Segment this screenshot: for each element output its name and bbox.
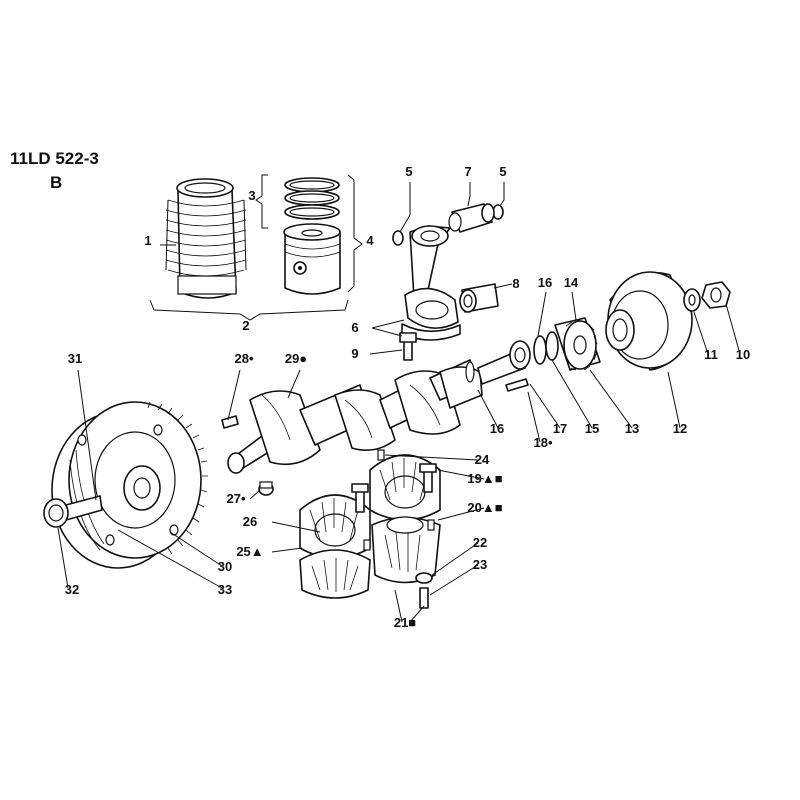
callout-c25: 25▲: [236, 544, 263, 559]
callout-c32: 32: [65, 582, 79, 597]
callout-c24: 24: [475, 452, 490, 467]
woodruff-key: [221, 415, 239, 429]
sheet-letter: B: [50, 173, 62, 192]
callout-c31: 31: [68, 351, 82, 366]
callout-c6: 6: [351, 320, 358, 335]
callout-c3: 3: [248, 188, 255, 203]
callout-c16b: 16: [490, 421, 504, 436]
flywheel-bolt: [43, 495, 103, 528]
model-code: 11LD 522-3: [10, 149, 99, 168]
callout-c11: 11: [704, 347, 718, 362]
crankshaft: [227, 349, 526, 474]
washer-and-nut: [683, 281, 731, 312]
callout-c22: 22: [473, 535, 487, 550]
main-bearing-lower-half: [371, 516, 441, 584]
callout-c14: 14: [564, 275, 579, 290]
leader-lines: [57, 182, 741, 623]
callout-c30: 30: [218, 559, 232, 574]
callout-c9: 9: [351, 346, 358, 361]
main-bearing-support-front: [299, 494, 371, 599]
callout-c23: 23: [473, 557, 487, 572]
callout-c18: 18•: [533, 435, 552, 450]
callout-c15: 15: [585, 421, 599, 436]
callout-c29: 29●: [285, 351, 307, 366]
callout-c19: 19▲■: [467, 471, 502, 486]
piston-assembly: [283, 177, 341, 295]
timing-gear-stack: [509, 317, 601, 371]
support-bolts: [351, 449, 437, 609]
oil-plug: [258, 481, 274, 496]
callout-c27: 27•: [226, 491, 245, 506]
piston-pin-set: [392, 203, 504, 246]
cylinder: [165, 178, 247, 299]
connecting-rod: [401, 225, 461, 341]
callout-c4: 4: [366, 233, 374, 248]
brace-group-lines: [149, 174, 363, 321]
callout-c16a: 16: [538, 275, 552, 290]
callout-c10: 10: [736, 347, 750, 362]
callout-c2: 2: [242, 318, 249, 333]
callout-c20: 20▲■: [467, 500, 502, 515]
callout-c8: 8: [512, 276, 519, 291]
callout-c5a: 5: [405, 164, 412, 179]
callout-c5b: 5: [499, 164, 506, 179]
callout-c28: 28•: [234, 351, 253, 366]
pulley: [605, 271, 693, 371]
callout-c1: 1: [144, 233, 151, 248]
rod-bushing: [459, 283, 499, 313]
callout-c13: 13: [625, 421, 639, 436]
callout-c12: 12: [673, 421, 687, 436]
gear-key: [505, 378, 529, 392]
callout-c17: 17: [553, 421, 567, 436]
rod-bolt: [399, 332, 417, 361]
callout-c7: 7: [464, 164, 471, 179]
callout-c26: 26: [243, 514, 257, 529]
callout-c33: 33: [218, 582, 232, 597]
callout-c21: 21■: [394, 615, 416, 630]
flywheel: [51, 401, 208, 569]
